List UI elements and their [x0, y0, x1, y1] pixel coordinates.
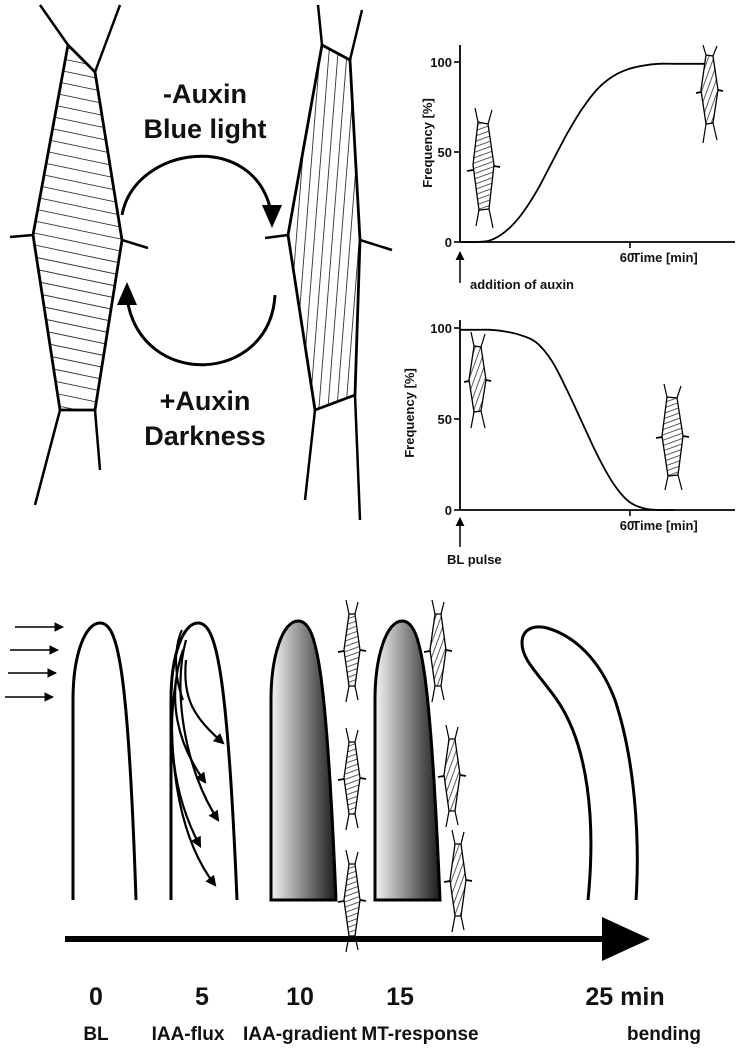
cycle-arrow-top	[122, 156, 271, 215]
timeline-label-0: BL	[83, 1024, 109, 1045]
timeline-label-4: bending	[627, 1024, 701, 1045]
chart2-ytick-label: 50	[438, 412, 452, 427]
mini-cell	[338, 600, 366, 702]
coleoptile-iaa-flux	[171, 623, 237, 900]
chart-auxin-addition: Frequency [%] Time [min] addition of aux…	[420, 45, 735, 292]
chart2-ytick-label: 0	[445, 503, 452, 518]
mini-cell	[444, 830, 472, 932]
coleoptile-bending	[522, 627, 637, 900]
timeline-time-3: 15	[386, 983, 414, 1011]
mini-cell	[338, 728, 366, 830]
chart1-ytick-label: 100	[430, 55, 452, 70]
cycle-top-label-2: Blue light	[144, 114, 267, 144]
chart1-cell-end	[696, 45, 723, 143]
cycle-top-label-1: -Auxin	[163, 79, 247, 109]
coleoptile-bl	[73, 623, 136, 900]
cycle-arrow-bottom	[127, 295, 275, 365]
chart1-series-line	[460, 64, 704, 242]
mini-cell	[438, 725, 466, 827]
chart2-xlabel: Time [min]	[632, 518, 698, 533]
timeline-arrowhead	[602, 917, 650, 961]
chart2-cell-start	[464, 332, 491, 428]
chart1-xtick-label: 60	[620, 250, 634, 265]
timeline-label-3: MT-response	[361, 1024, 478, 1045]
cycle-bottom-label-1: +Auxin	[160, 386, 251, 416]
timeline-label-1: IAA-flux	[152, 1024, 225, 1045]
timeline-time-4: 25 min	[585, 983, 664, 1011]
chart1-ylabel: Frequency [%]	[420, 98, 435, 188]
mini-cell	[424, 600, 452, 702]
coleoptile-mt-response	[375, 621, 440, 900]
chart1-cell-start	[467, 108, 500, 228]
chart2-cell-end	[656, 384, 689, 490]
chart2-ytick-label: 100	[430, 321, 452, 336]
coleoptile-iaa-gradient	[271, 621, 336, 900]
timeline-time-2: 10	[286, 983, 314, 1011]
chart1-annotation: addition of auxin	[470, 277, 574, 292]
chart1-ytick-label: 50	[438, 145, 452, 160]
cycle-bottom-label-2: Darkness	[144, 421, 266, 451]
cycle-arrowhead-bottom	[117, 282, 137, 305]
cell-transverse	[10, 5, 148, 505]
chart1-xlabel: Time [min]	[632, 250, 698, 265]
chart1-ytick-label: 0	[445, 235, 452, 250]
timeline-time-0: 0	[89, 983, 103, 1011]
chart2-annotation: BL pulse	[447, 552, 502, 567]
chart2-xtick-label: 60	[620, 518, 634, 533]
chart-bl-pulse: Frequency [%] Time [min] BL pulse 0 50 100…	[402, 320, 735, 567]
chart2-ylabel: Frequency [%]	[402, 368, 417, 458]
cycle-arrowhead-top	[262, 205, 282, 228]
timeline-label-2: IAA-gradient	[243, 1024, 358, 1045]
chart2-series-line	[460, 330, 674, 510]
timeline-time-1: 5	[195, 983, 209, 1011]
blue-light-arrows	[5, 627, 63, 697]
